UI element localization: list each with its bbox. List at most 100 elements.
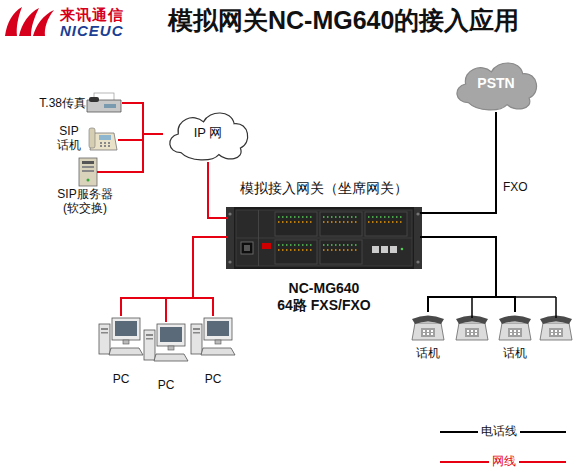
node-label: 话机 — [408, 346, 448, 360]
gateway-device-symbol — [244, 245, 250, 251]
server-symbol — [82, 170, 94, 172]
pc-symbols — [99, 318, 235, 361]
gateway-device-symbol — [278, 216, 314, 218]
pstn-cloud: PSTN — [450, 56, 542, 112]
fax-machine-symbol — [89, 97, 99, 102]
server-symbol — [79, 158, 97, 186]
gateway-device-symbol — [275, 212, 317, 236]
sip-phone-node: SIP 话机 — [52, 122, 118, 154]
phone-bus-wire — [515, 296, 556, 298]
gateway-device-symbol — [226, 207, 422, 269]
ip-phone-symbol — [108, 145, 110, 147]
network-cable — [208, 162, 228, 218]
phone-line — [420, 237, 496, 312]
fax-machine-symbol — [104, 104, 116, 108]
server-symbol — [82, 161, 94, 164]
node-label: 话机 — [495, 346, 535, 360]
network-cable — [118, 134, 163, 172]
node-label: PC — [98, 372, 144, 386]
node-label: SIP服务器 (软交换) — [52, 187, 118, 215]
gateway-device-symbol — [228, 260, 231, 263]
gateway-device-symbol — [278, 221, 314, 223]
pc-node: PC — [143, 322, 189, 394]
node-label: PC — [190, 372, 236, 386]
legend-text: 网线 — [489, 454, 519, 469]
phone-symbols — [456, 316, 488, 341]
gateway-device-symbol — [381, 246, 388, 253]
node-label: SIP 话机 — [52, 124, 86, 152]
phone-symbols — [412, 316, 444, 341]
phone-bus-wire — [555, 297, 557, 318]
network-cable — [122, 103, 163, 134]
phone-symbols — [540, 316, 572, 341]
phone-line — [420, 112, 496, 213]
company-logo — [33, 10, 54, 36]
server-symbol — [79, 158, 118, 186]
company-logo — [5, 7, 54, 36]
gateway-device-symbol — [262, 243, 271, 249]
ip-phone-symbol — [100, 142, 102, 144]
ip-phone-symbol — [108, 142, 110, 144]
page-title: 模拟网关NC-MG640的接入应用 — [168, 6, 573, 35]
gateway-device-symbol — [320, 240, 362, 264]
pc-node: PC — [190, 316, 236, 388]
ip-phone-symbol — [100, 145, 102, 147]
node-label: NC-MG640 64路 FXS/FXO — [275, 280, 373, 314]
gateway-device-symbol — [372, 246, 379, 253]
ip-phone-symbol — [89, 128, 95, 148]
pc-node: PC — [98, 316, 144, 388]
sip-server-node: SIP服务器 (软交换) — [52, 156, 118, 218]
brand-name: 来讯通信 — [60, 6, 124, 23]
pc-symbols — [191, 318, 235, 355]
brand-name: NICEUC — [60, 22, 124, 39]
gateway-device-symbol — [275, 240, 317, 264]
gateway-device-symbol — [401, 248, 404, 251]
node-label: PSTN — [450, 75, 542, 91]
gateway-device-symbol — [236, 210, 412, 266]
server-symbol — [82, 166, 94, 168]
gateway-device-symbol — [236, 238, 412, 239]
phone-symbols — [499, 316, 531, 341]
gateway-device-symbol — [323, 249, 359, 251]
ip-network-cloud: IP 网 — [163, 106, 253, 162]
gateway-device-symbol — [241, 242, 253, 254]
node-label: T.38传真 — [30, 96, 86, 110]
pc-symbols — [99, 318, 143, 355]
gateway-device-symbol — [226, 207, 422, 269]
ip-phone-symbol — [99, 135, 111, 140]
ip-phone-symbol — [104, 145, 106, 147]
phone-node: 话机 — [408, 312, 448, 360]
gateway-device-symbol — [368, 221, 404, 223]
edge-label: FXO — [503, 180, 528, 194]
gateway-device-symbol — [323, 221, 359, 223]
legend-text: 电话线 — [478, 424, 520, 439]
gateway-device-symbol — [278, 244, 314, 246]
gateway-device-symbol — [323, 244, 359, 246]
ip-phone-symbol — [89, 128, 117, 150]
gateway-device-symbol — [323, 216, 359, 218]
node-label: PC — [143, 378, 189, 392]
gateway-device-symbol — [390, 246, 397, 253]
gateway-device-symbol — [278, 249, 314, 251]
server-symbol — [97, 171, 118, 173]
phone-line — [420, 237, 515, 312]
ip-phone-symbol — [104, 142, 106, 144]
gateway-device-symbol — [228, 212, 231, 215]
phone-bus-wire — [471, 297, 473, 318]
gateway-device-symbol — [258, 210, 259, 266]
company-logo — [5, 7, 22, 36]
node-label: IP 网 — [163, 125, 253, 140]
phone-node: 话机 — [495, 312, 535, 360]
node-label: 模拟接入网关（坐席网关） — [228, 180, 420, 196]
gateway-device-symbol — [416, 260, 419, 263]
fax-node: T.38传真 — [30, 92, 122, 114]
server-symbol — [87, 179, 90, 182]
gateway-device-symbol — [365, 212, 407, 236]
pc-symbols — [144, 324, 188, 361]
network-cable — [193, 237, 228, 316]
gateway-device-symbol — [368, 216, 404, 218]
phone-symbols — [412, 316, 572, 341]
network-cable — [121, 237, 228, 316]
network-cable — [166, 237, 228, 322]
